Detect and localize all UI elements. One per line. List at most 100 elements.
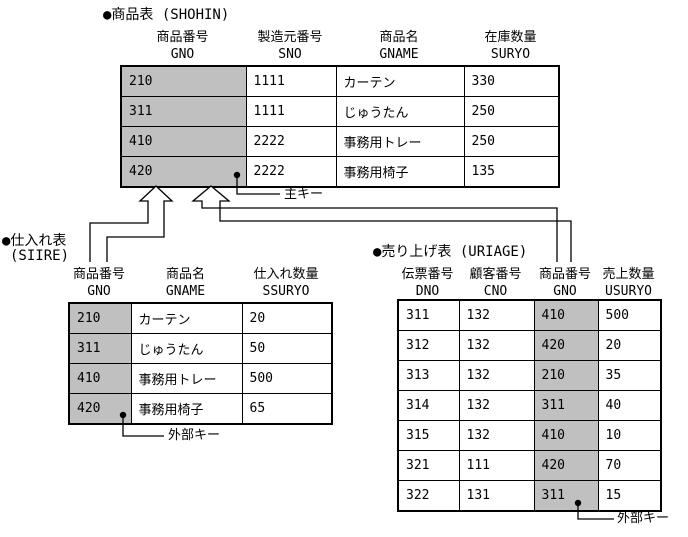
column-label: 伝票番号: [401, 267, 454, 282]
shohin-column-headers: 商品番号 GNO 製造元番号 SNO 商品名 GNAME 在庫数量 SURYO: [120, 29, 558, 63]
column-header: 製造元番号 SNO: [245, 29, 335, 63]
column-label: 商品番号: [538, 267, 591, 282]
shohin-title: ●商品表 (SHOHIN): [103, 7, 230, 23]
table-cell: 事務用トレー: [130, 363, 243, 394]
table-cell: 311: [120, 96, 247, 127]
siire-title-line2: (SIIRE): [10, 248, 70, 264]
table-cell: 1111: [245, 65, 337, 97]
table-row: 322 131 311 15: [397, 480, 662, 512]
column-code: GNO: [553, 284, 577, 299]
column-label: 製造元番号: [257, 30, 323, 45]
table-cell: じゅうたん: [335, 96, 465, 127]
table-cell: 420: [533, 330, 599, 361]
table-cell: 10: [597, 420, 662, 451]
column-code: GNO: [87, 284, 111, 299]
table-cell: カーテン: [130, 302, 243, 334]
siire-foreign-key-label: 外部キー: [168, 428, 221, 443]
table-cell: 311: [533, 390, 599, 421]
column-code: SSURYO: [262, 284, 310, 299]
table-cell: 315: [397, 420, 460, 451]
table-cell: 135: [463, 156, 560, 188]
table-cell: 事務用椅子: [130, 393, 243, 425]
column-label: 顧客番号: [469, 267, 522, 282]
column-label: 商品番号: [72, 267, 125, 282]
table-cell: カーテン: [335, 65, 465, 97]
uriage-column-headers: 伝票番号 DNO 顧客番号 CNO 商品番号 GNO 売上数量 USURYO: [397, 266, 660, 300]
arrow-siire-to-shohin-gno: [89, 185, 174, 262]
column-code: SURYO: [490, 47, 531, 62]
column-header: 売上数量 USURYO: [597, 266, 660, 300]
table-cell: 40: [597, 390, 662, 421]
table-row: 313 132 210 35: [397, 360, 662, 391]
column-header: 伝票番号 DNO: [397, 266, 458, 300]
column-header: 在庫数量 SURYO: [463, 29, 558, 63]
table-row: 311 1111 じゅうたん 250: [120, 96, 560, 127]
table-cell: 15: [597, 480, 662, 512]
table-cell: 210: [533, 360, 599, 391]
table-row: 210 カーテン 20: [68, 302, 333, 334]
table-row: 315 132 410 10: [397, 420, 662, 451]
column-code: CNO: [483, 284, 508, 299]
column-label: 商品名: [165, 267, 205, 282]
column-label: 商品名: [379, 30, 419, 45]
primary-key-label: 主キー: [284, 187, 324, 202]
table-cell: 1111: [245, 96, 337, 127]
table-cell: 132: [458, 299, 535, 331]
table-cell: 事務用トレー: [335, 126, 465, 157]
siire-column-headers: 商品番号 GNO 商品名 GNAME 仕入れ数量 SSURYO: [68, 266, 331, 300]
table-row: 420 2222 事務用椅子 135: [120, 156, 560, 188]
table-cell: 311: [68, 333, 132, 364]
table-cell: 410: [68, 363, 132, 394]
table-cell: 210: [68, 302, 132, 334]
table-cell: 311: [533, 480, 599, 512]
table-cell: 35: [597, 360, 662, 391]
column-code: GNAME: [165, 284, 206, 299]
table-cell: 311: [397, 299, 460, 331]
column-code: SNO: [278, 47, 302, 62]
column-label: 商品番号: [156, 30, 209, 45]
table-cell: 事務用椅子: [335, 156, 465, 188]
table-row: 314 132 311 40: [397, 390, 662, 421]
table-cell: 132: [458, 330, 535, 361]
table-cell: 20: [597, 330, 662, 361]
column-code: DNO: [415, 284, 440, 299]
table-cell: 70: [597, 450, 662, 481]
table-cell: 330: [463, 65, 560, 97]
table-cell: 132: [458, 420, 535, 451]
column-header: 商品名 GNAME: [335, 29, 463, 63]
table-cell: 111: [458, 450, 535, 481]
table-cell: 131: [458, 480, 535, 512]
table-cell: 322: [397, 480, 460, 512]
column-label: 在庫数量: [484, 30, 537, 45]
table-cell: 500: [241, 363, 333, 394]
table-row: 321 111 420 70: [397, 450, 662, 481]
table-row: 420 事務用椅子 65: [68, 393, 333, 425]
table-cell: 250: [463, 96, 560, 127]
column-header: 商品番号 GNO: [533, 266, 597, 300]
table-cell: じゅうたん: [130, 333, 243, 364]
table-cell: 65: [241, 393, 333, 425]
table-row: 410 2222 事務用トレー 250: [120, 126, 560, 157]
table-cell: 410: [533, 420, 599, 451]
table-cell: 500: [597, 299, 662, 331]
column-header: 仕入れ数量 SSURYO: [241, 266, 331, 300]
column-code: USURYO: [605, 284, 652, 299]
table-cell: 420: [533, 450, 599, 481]
table-cell: 410: [533, 299, 599, 331]
table-cell: 132: [458, 390, 535, 421]
table-cell: 420: [68, 393, 132, 425]
column-header: 商品名 GNAME: [130, 266, 241, 300]
table-cell: 314: [397, 390, 460, 421]
table-cell: 250: [463, 126, 560, 157]
table-cell: 50: [241, 333, 333, 364]
table-cell: 321: [397, 450, 460, 481]
column-label: 仕入れ数量: [253, 267, 319, 282]
table-row: 410 事務用トレー 500: [68, 363, 333, 394]
column-header: 顧客番号 CNO: [458, 266, 533, 300]
table-cell: 420: [120, 156, 247, 188]
column-code: GNAME: [379, 47, 419, 62]
column-header: 商品番号 GNO: [120, 29, 245, 63]
table-row: 210 1111 カーテン 330: [120, 65, 560, 97]
table-cell: 312: [397, 330, 460, 361]
